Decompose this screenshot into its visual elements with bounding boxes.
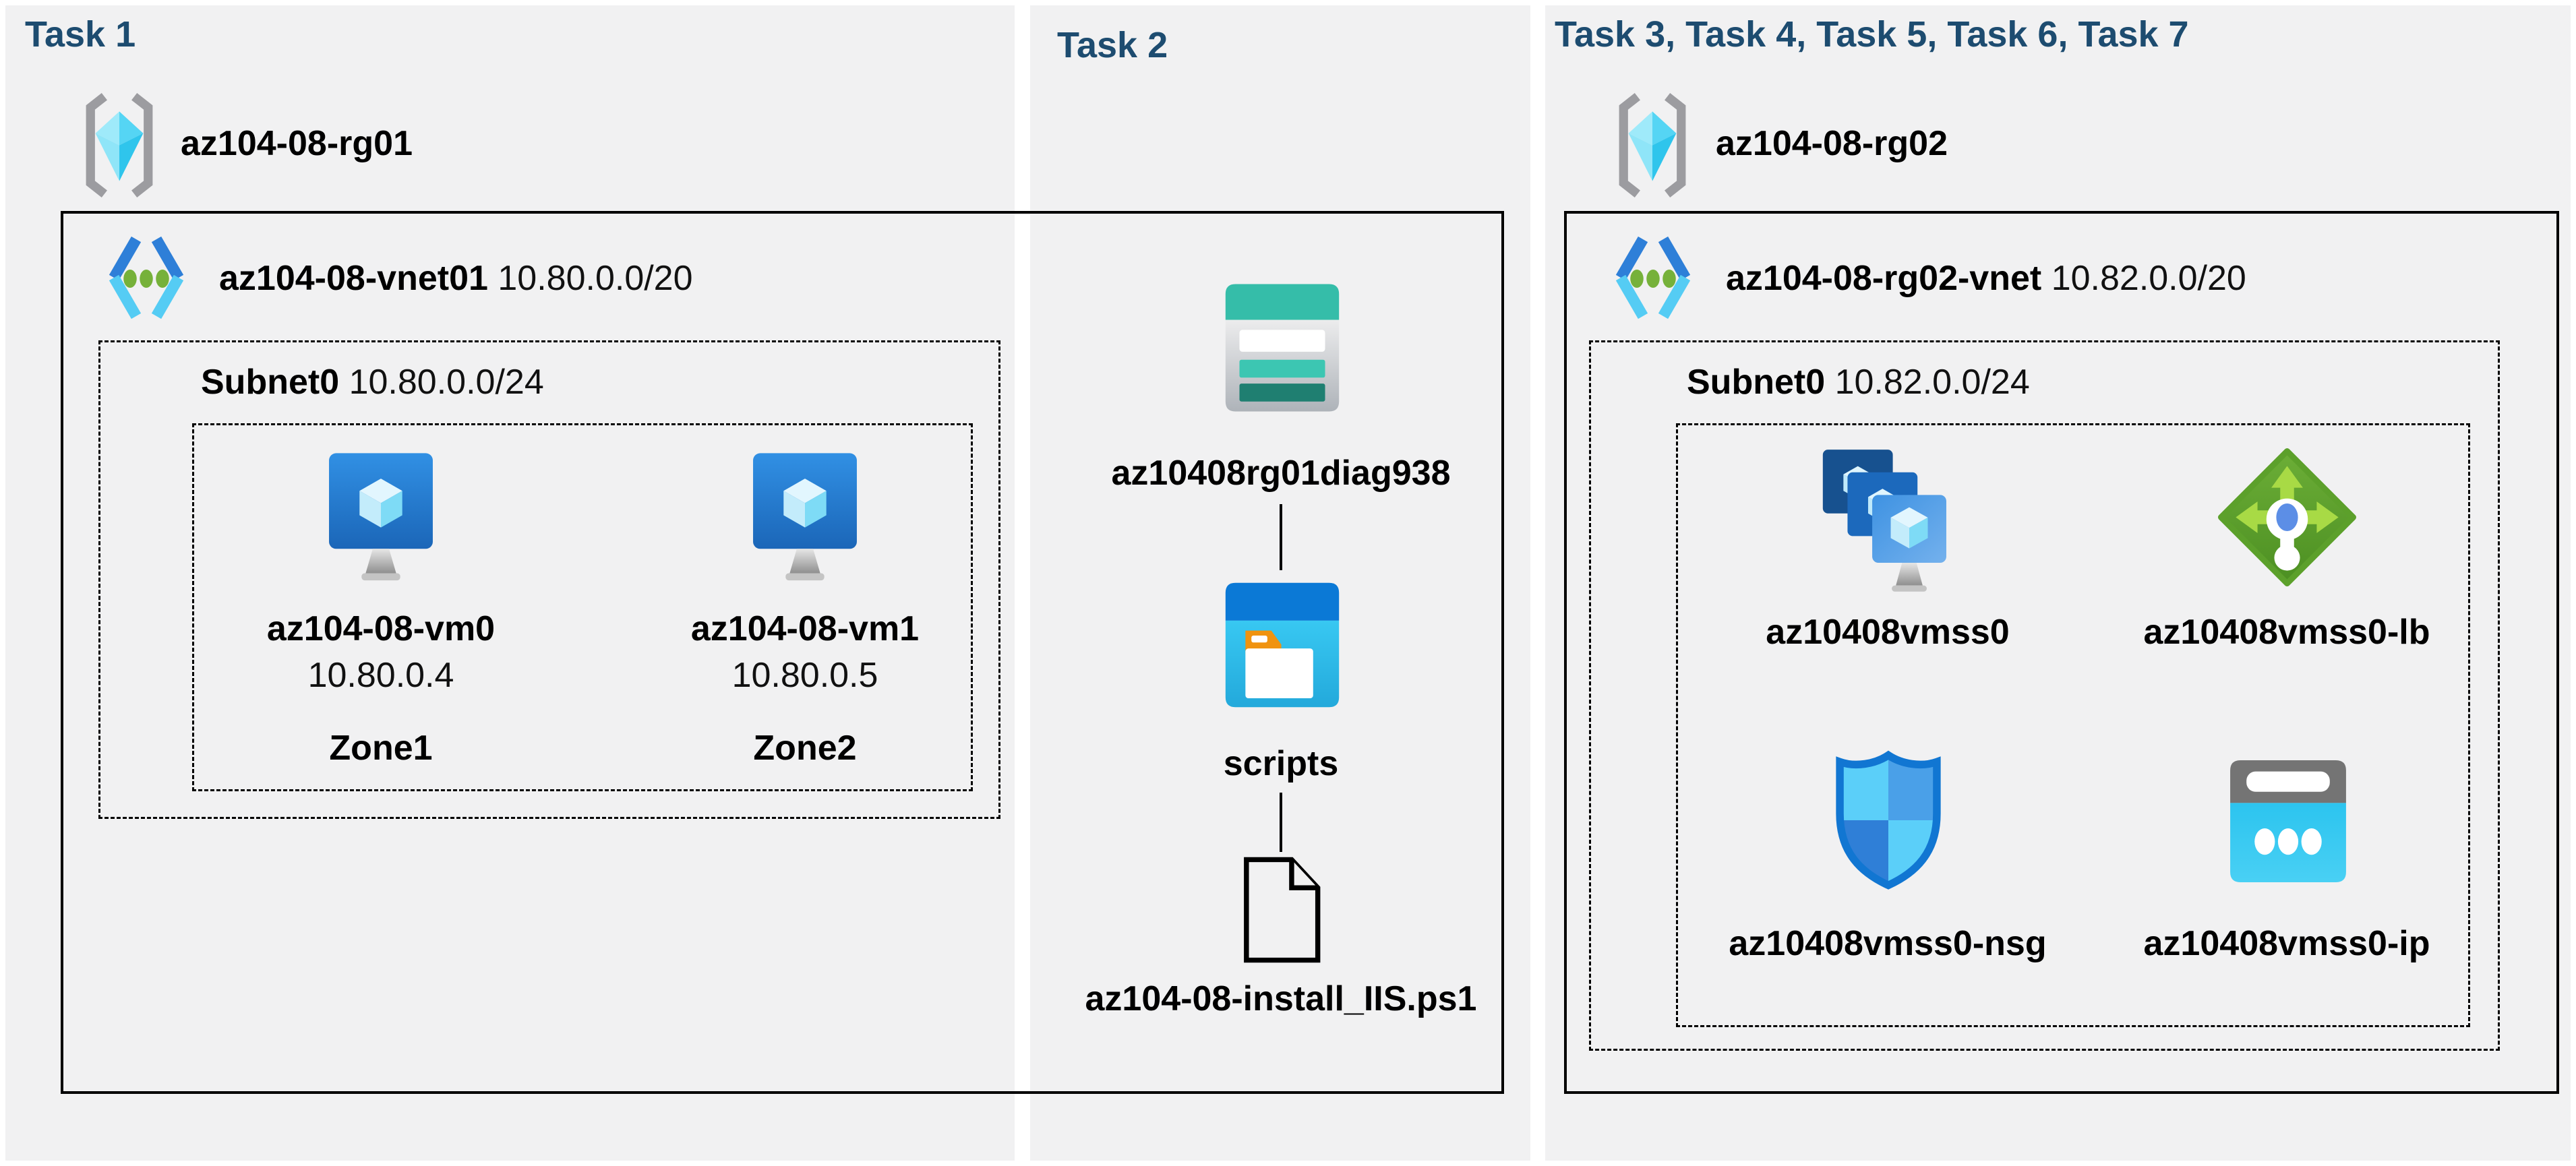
nsg-name: az10408vmss0-nsg: [1729, 924, 2047, 963]
container-name: scripts: [1223, 744, 1339, 783]
virtual-machine-icon: [325, 449, 437, 584]
subnet1-cidr: 10.80.0.0/24: [349, 363, 544, 402]
load-balancer-name: az10408vmss0-lb: [2143, 613, 2430, 652]
vnet1-label: az104-08-vnet01 10.80.0.0/20: [219, 258, 693, 299]
public-ip-icon: [2222, 752, 2354, 890]
zones-box: [192, 423, 973, 791]
vnet2-label: az104-08-rg02-vnet 10.82.0.0/20: [1726, 258, 2246, 299]
vmss-icon: [1816, 443, 1961, 600]
subnet1-name: Subnet0: [201, 363, 340, 402]
resource-group-icon: [1613, 93, 1692, 197]
blob-container-icon: [1218, 574, 1347, 716]
script-file-name: az104-08-install_IIS.ps1: [1085, 979, 1477, 1018]
script-file-icon: [1238, 855, 1325, 965]
vnet2-box: [1564, 211, 2559, 1094]
subnet2-name: Subnet0: [1687, 363, 1826, 402]
task1-panel: [5, 5, 1015, 1161]
vm1-zone: Zone2: [753, 729, 857, 768]
load-balancer-icon: [2218, 448, 2356, 586]
virtual-machine-icon: [749, 449, 861, 584]
task3-7-panel: [1545, 5, 2571, 1161]
storage-account-name: az10408rg01diag938: [1111, 454, 1451, 493]
subnet2-label: Subnet0 10.82.0.0/24: [1687, 362, 2030, 402]
resource-group2-name: az104-08-rg02: [1716, 124, 1948, 163]
task3-7-title: Task 3, Task 4, Task 5, Task 6, Task 7: [1555, 14, 2189, 55]
vm0-zone: Zone1: [329, 729, 433, 768]
subnet1-box: [98, 340, 1000, 819]
vm1-name: az104-08-vm1: [690, 609, 920, 648]
virtual-network-icon: [100, 231, 193, 325]
nsg-icon: [1831, 747, 1946, 894]
public-ip-name: az10408vmss0-ip: [2143, 924, 2430, 963]
task2-title: Task 2: [1057, 25, 1168, 65]
connector-line: [1280, 793, 1282, 852]
vnet1-name: az104-08-vnet01: [219, 259, 488, 298]
vmss-group-box: [1676, 423, 2470, 1027]
vmss-name: az10408vmss0: [1766, 613, 2010, 652]
vnet1-cidr: 10.80.0.0/20: [498, 259, 693, 298]
resource-group-icon: [80, 93, 159, 197]
vnet1-box: [61, 211, 1504, 1094]
virtual-network-icon: [1607, 231, 1700, 325]
vm0-ip: 10.80.0.4: [307, 656, 454, 695]
task1-title: Task 1: [25, 14, 136, 55]
vm1-ip: 10.80.0.5: [731, 656, 878, 695]
connector-line: [1280, 504, 1282, 570]
vnet2-cidr: 10.82.0.0/20: [2051, 259, 2246, 298]
vm0-name: az104-08-vm0: [266, 609, 496, 648]
vnet2-name: az104-08-rg02-vnet: [1726, 259, 2042, 298]
subnet2-box: [1589, 340, 2500, 1051]
subnet2-cidr: 10.82.0.0/24: [1834, 363, 2030, 402]
resource-group-name: az104-08-rg01: [181, 124, 413, 163]
storage-account-icon: [1218, 275, 1347, 421]
subnet1-label: Subnet0 10.80.0.0/24: [201, 362, 544, 402]
